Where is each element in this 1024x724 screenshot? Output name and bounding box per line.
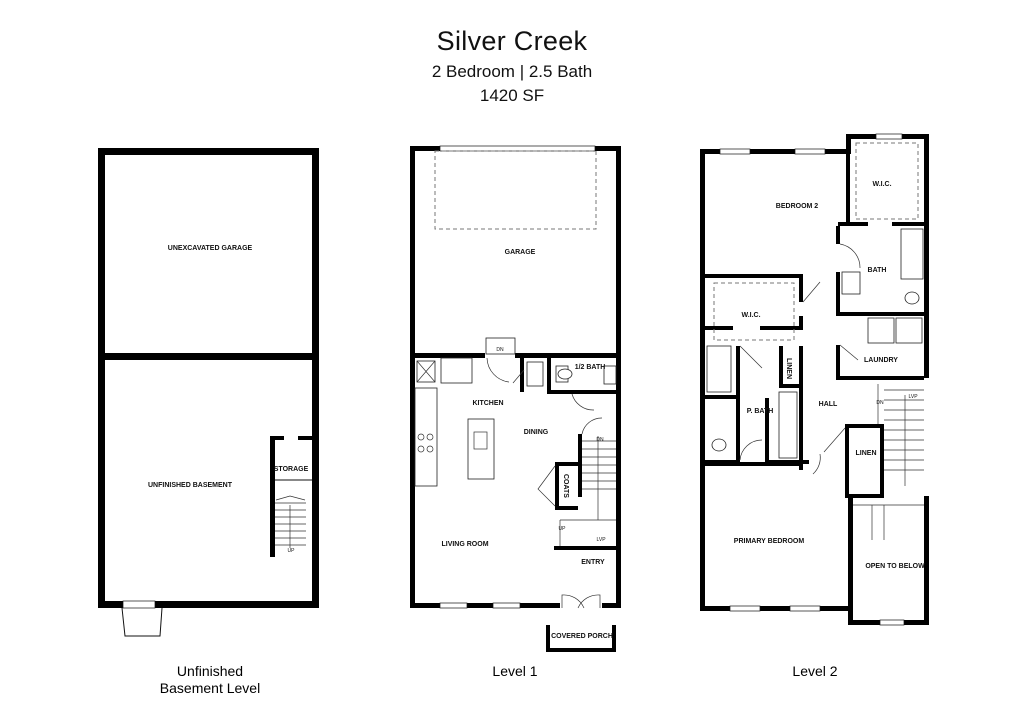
garage-label: GARAGE — [505, 249, 536, 256]
level2-lvp-label: LVP — [908, 394, 918, 400]
unfinished-basement-label: UNFINISHED BASEMENT — [148, 482, 233, 489]
plan-title: Silver Creek — [436, 26, 588, 56]
storage-label: STORAGE — [274, 466, 309, 473]
level2-stairs — [853, 389, 924, 540]
level2-plan: W.I.C. BEDROOM 2 BATH W.I.C. LAUNDRY LIN… — [700, 133, 929, 679]
level1-stair-up-label: UP — [559, 526, 567, 532]
basement-caption-line1: Unfinished — [177, 663, 243, 679]
basement-plan: UNEXCAVATED GARAGE UNFINISHED BASEMENT S… — [98, 148, 319, 637]
basement-stair-up-label: UP — [288, 548, 296, 554]
primary-bedroom-label: PRIMARY BEDROOM — [734, 538, 805, 545]
level1-caption: Level 1 — [492, 663, 537, 679]
level1-stair-dn-label: DN — [596, 437, 604, 443]
wic-top-label: W.I.C. — [872, 181, 891, 188]
open-to-below-label: OPEN TO BELOW — [865, 563, 925, 570]
laundry-label: LAUNDRY — [864, 357, 898, 364]
living-room-label: LIVING ROOM — [441, 541, 488, 548]
covered-porch-label: COVERED PORCH — [551, 633, 613, 640]
linen-a-label: LINEN — [785, 358, 792, 379]
hall-label: HALL — [819, 401, 838, 408]
wic-mid-label: W.I.C. — [741, 312, 760, 319]
entry-label: ENTRY — [581, 559, 605, 566]
basement-stairs — [275, 495, 306, 548]
plan-subtitle: 2 Bedroom | 2.5 Bath — [431, 62, 593, 81]
plan-area: 1420 SF — [479, 86, 545, 105]
dining-label: DINING — [524, 429, 549, 436]
level2-stair-dn-label: DN — [876, 400, 884, 406]
bath-label: BATH — [868, 267, 887, 274]
bedroom2-label: BEDROOM 2 — [776, 203, 819, 210]
unexcavated-garage-label: UNEXCAVATED GARAGE — [168, 245, 253, 252]
level1-stairs — [559, 436, 616, 546]
coats-label: COATS — [562, 474, 569, 498]
basement-caption-line2: Basement Level — [160, 680, 260, 696]
half-bath-label: 1/2 BATH — [575, 364, 606, 371]
svg-text:DN: DN — [496, 347, 504, 353]
linen-b-label: LINEN — [856, 450, 877, 457]
kitchen-label: KITCHEN — [472, 400, 503, 407]
p-bath-label: P. BATH — [747, 408, 774, 415]
level1-lvp-label: LVP — [596, 537, 606, 543]
level2-caption: Level 2 — [792, 663, 837, 679]
level1-plan: DN — [410, 145, 621, 679]
